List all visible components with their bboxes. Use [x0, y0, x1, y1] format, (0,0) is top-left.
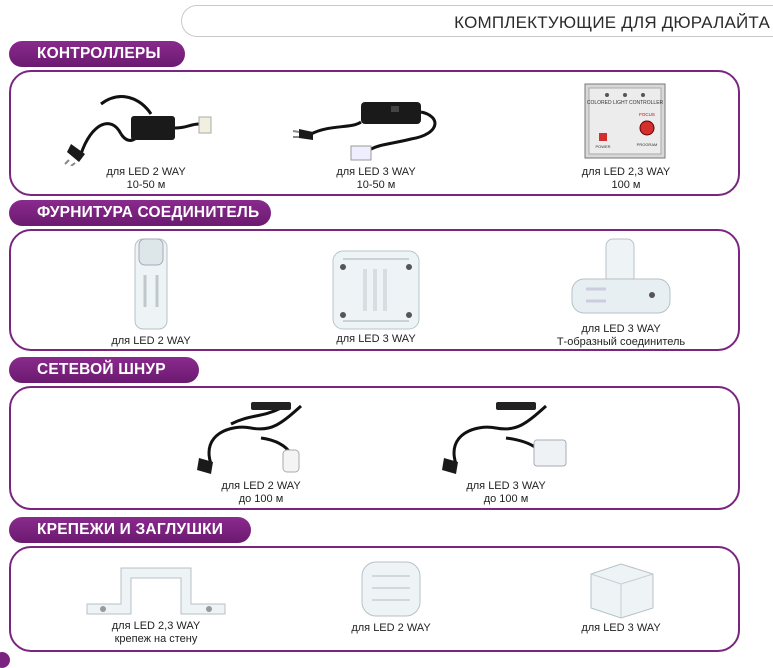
item-caption-line2: до 100 м — [483, 493, 529, 505]
product-cap-3way[interactable]: для LED 3 WAY — [561, 556, 681, 635]
section-powercord-panel: для LED 2 WAY до 100 м для LED 3 WAY до … — [9, 386, 740, 510]
connector-3way-image — [332, 250, 420, 330]
section-mounts-panel: для LED 2,3 WAY крепеж на стену для LED … — [9, 546, 740, 652]
page-title: КОМПЛЕКТУЮЩИЕ ДЛЯ ДЮРАЛАЙТА — [454, 13, 770, 32]
controller-label-text: COLORED LIGHT CONTROLLER — [587, 100, 664, 106]
product-connector-t[interactable]: для LED 3 WAY Т-образный соединитель — [531, 235, 711, 349]
controller-box-image: COLORED LIGHT CONTROLLER FOCUS PROGRAM P… — [584, 83, 666, 159]
item-caption-line2: 100 м — [611, 179, 641, 191]
section-tab-connectors: ФУРНИТУРА СОЕДИНИТЕЛЬ — [9, 200, 271, 226]
item-caption-line1: для LED 3 WAY — [336, 166, 416, 178]
section-tab-mounts: КРЕПЕЖИ И ЗАГЛУШКИ — [9, 517, 251, 543]
section-tab-controllers: КОНТРОЛЛЕРЫ — [9, 41, 185, 67]
product-controller-2-3way[interactable]: COLORED LIGHT CONTROLLER FOCUS PROGRAM P… — [541, 78, 711, 192]
item-caption-line1: для LED 2 WAY — [111, 335, 191, 347]
end-cap-3way-image — [590, 563, 654, 619]
powercord-3way-image — [442, 402, 567, 474]
controller-power-text: POWER — [595, 144, 610, 149]
connector-t-image — [571, 238, 671, 314]
product-powercord-3way[interactable]: для LED 3 WAY до 100 м — [421, 394, 591, 506]
product-cap-2way[interactable]: для LED 2 WAY — [331, 556, 451, 635]
item-caption-line2: до 100 м — [238, 493, 284, 505]
item-caption-line1: для LED 3 WAY — [466, 480, 546, 492]
product-controller-3way[interactable]: для LED 3 WAY 10-50 м — [291, 84, 461, 192]
wall-mount-image — [86, 567, 226, 615]
item-caption-line2: Т-образный соединитель — [556, 336, 686, 348]
controller-2way-image — [64, 95, 212, 166]
powercord-2way-image — [197, 402, 303, 474]
item-caption-line2: 10-50 м — [126, 179, 166, 191]
item-caption-line1: для LED 2,3 WAY — [581, 166, 671, 178]
corner-decoration — [0, 652, 10, 668]
product-connector-3way[interactable]: для LED 3 WAY — [301, 239, 451, 346]
item-caption-line1: для LED 3 WAY — [581, 323, 661, 335]
section-tab-powercord: СЕТЕВОЙ ШНУР — [9, 357, 199, 383]
item-caption-line1: для LED 2 WAY — [221, 480, 301, 492]
item-caption-line2: 10-50 м — [356, 179, 396, 191]
item-caption-line1: для LED 2 WAY — [351, 622, 431, 634]
controller-program-text: PROGRAM — [637, 142, 658, 147]
product-powercord-2way[interactable]: для LED 2 WAY до 100 м — [181, 394, 341, 506]
item-caption-line1: для LED 2 WAY — [106, 166, 186, 178]
section-connectors-panel: для LED 2 WAY для LED 3 WAY для LED 3 WA… — [9, 229, 740, 351]
controller-3way-image — [292, 102, 437, 161]
controller-button-text: FOCUS — [639, 112, 655, 117]
product-mount-2-3way[interactable]: для LED 2,3 WAY крепеж на стену — [61, 554, 251, 646]
item-caption-line1: для LED 3 WAY — [336, 333, 416, 345]
item-caption-line1: для LED 2,3 WAY — [111, 620, 201, 632]
item-caption-line1: для LED 3 WAY — [581, 622, 661, 634]
item-caption-line2: крепеж на стену — [114, 633, 198, 645]
page-title-frame: КОМПЛЕКТУЮЩИЕ ДЛЯ ДЮРАЛАЙТА — [181, 5, 773, 37]
end-cap-2way-image — [361, 561, 421, 617]
connector-2way-image — [134, 238, 168, 330]
section-controllers-panel: для LED 2 WAY 10-50 м для LED 3 WAY 10-5… — [9, 70, 740, 196]
product-controller-2way[interactable]: для LED 2 WAY 10-50 м — [51, 84, 241, 192]
product-connector-2way[interactable]: для LED 2 WAY — [61, 235, 241, 348]
